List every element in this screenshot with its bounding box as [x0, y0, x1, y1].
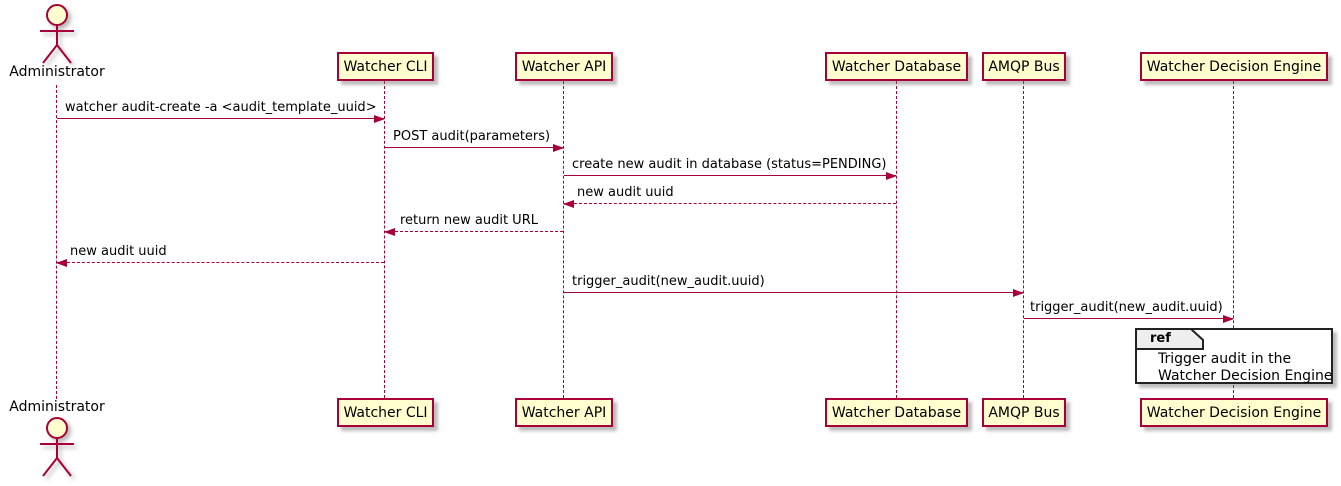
participant-label: Watcher CLI [343, 404, 428, 421]
message-7-arrow [564, 289, 1024, 297]
arrowhead-right-icon [1013, 289, 1024, 297]
ref-fragment: ref Trigger audit in the Watcher Decisio… [1135, 328, 1333, 384]
participant-label: Watcher API [521, 404, 607, 421]
actor-label-bottom: Administrator [9, 399, 105, 415]
participant-watcher-cli-top: Watcher CLI [337, 52, 434, 81]
lifeline-amqp-bus [1023, 81, 1024, 398]
message-2-label: POST audit(parameters) [393, 129, 551, 144]
message-4-arrow [563, 200, 896, 208]
message-2-arrow [385, 144, 564, 152]
ref-text-line2: Watcher Decision Engine [1158, 368, 1333, 384]
lifeline-watcher-cli [384, 81, 385, 398]
lifeline-watcher-database [896, 81, 897, 398]
participant-label: Watcher Decision Engine [1146, 404, 1322, 421]
actor-icon [40, 4, 74, 64]
arrowhead-left-icon [563, 200, 574, 208]
message-8-label: trigger_audit(new_audit.uuid) [1030, 300, 1223, 315]
arrowhead-right-icon [886, 172, 897, 180]
arrowhead-right-icon [1223, 315, 1234, 323]
participant-label: AMQP Bus [988, 58, 1060, 75]
participant-watcher-cli-bottom: Watcher CLI [337, 398, 434, 427]
ref-keyword: ref [1150, 331, 1171, 346]
message-6-label: new audit uuid [70, 244, 167, 259]
arrowhead-left-icon [56, 259, 67, 267]
participant-label: Watcher API [521, 58, 607, 75]
participant-amqp-bus-bottom: AMQP Bus [982, 398, 1066, 427]
message-8-arrow [1024, 315, 1234, 323]
message-5-label: return new audit URL [400, 213, 538, 228]
message-1-arrow [57, 115, 385, 123]
arrowhead-left-icon [384, 228, 395, 236]
participant-label: Watcher Database [831, 58, 962, 75]
arrowhead-right-icon [553, 144, 564, 152]
message-1-label: watcher audit-create -a <audit_template_… [65, 100, 377, 115]
participant-watcher-api-bottom: Watcher API [515, 398, 613, 427]
participant-label: AMQP Bus [988, 404, 1060, 421]
message-3-arrow [564, 172, 897, 180]
actor-label-top: Administrator [9, 64, 105, 80]
participant-amqp-bus-top: AMQP Bus [982, 52, 1066, 81]
participant-watcher-database-top: Watcher Database [825, 52, 968, 81]
lifeline-administrator [56, 85, 57, 399]
participant-label: Watcher CLI [343, 58, 428, 75]
ref-pentagon-icon [1136, 329, 1204, 350]
message-6-arrow [56, 259, 384, 267]
message-4-label: new audit uuid [577, 185, 674, 200]
message-5-arrow [384, 228, 563, 236]
ref-text: Trigger audit in the Watcher Decision En… [1158, 351, 1332, 385]
arrowhead-right-icon [374, 115, 385, 123]
lifeline-watcher-api [563, 81, 564, 398]
participant-label: Watcher Database [831, 404, 962, 421]
participant-watcher-decision-engine-top: Watcher Decision Engine [1140, 52, 1328, 81]
message-3-label: create new audit in database (status=PEN… [572, 157, 887, 172]
lifeline-watcher-decision-engine [1233, 81, 1234, 398]
actor-icon [40, 417, 74, 477]
ref-text-line1: Trigger audit in the [1158, 351, 1292, 367]
message-7-label: trigger_audit(new_audit.uuid) [572, 274, 765, 289]
participant-watcher-database-bottom: Watcher Database [825, 398, 968, 427]
participant-watcher-api-top: Watcher API [515, 52, 613, 81]
participant-label: Watcher Decision Engine [1146, 58, 1322, 75]
participant-watcher-decision-engine-bottom: Watcher Decision Engine [1140, 398, 1328, 427]
